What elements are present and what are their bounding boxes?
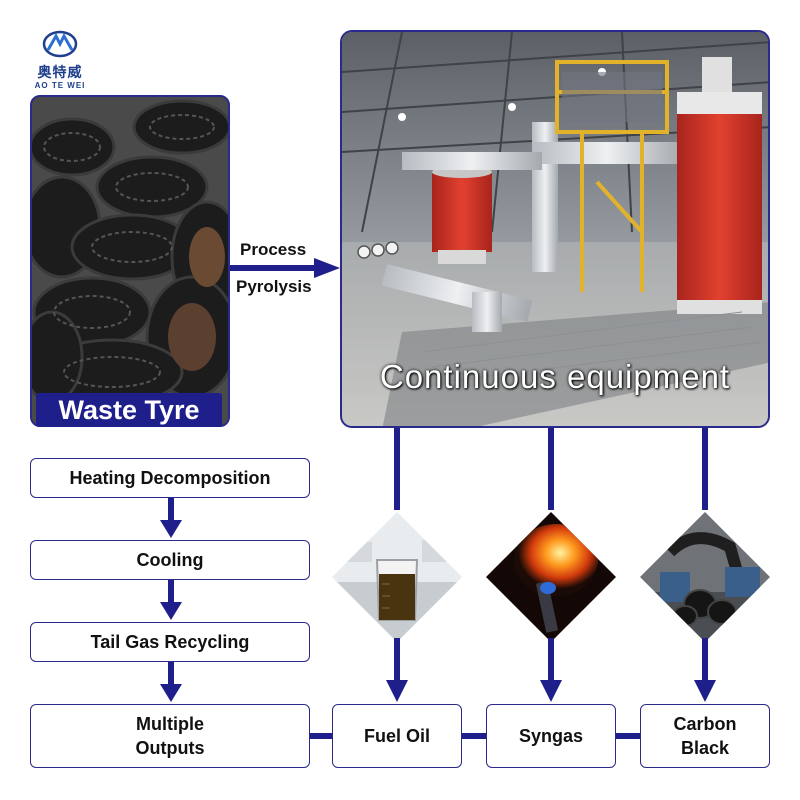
output-syngas: Syngas xyxy=(486,704,616,768)
company-logo: 奥特威 AO TE WEI xyxy=(28,30,92,94)
logo-english-text: AO TE WEI xyxy=(34,81,86,90)
waste-tyre-photo xyxy=(30,95,230,427)
continuous-equipment-photo xyxy=(340,30,770,428)
pyrolysis-plant-image xyxy=(342,32,768,426)
tyre-pile-image xyxy=(32,97,228,425)
arrow-down-step-3-icon xyxy=(160,662,182,702)
step-cooling: Cooling xyxy=(30,540,310,580)
step-tail-gas-recycling: Tail Gas Recycling xyxy=(30,622,310,662)
continuous-equipment-caption: Continuous equipment xyxy=(379,358,731,395)
arrow-label-pyrolysis: Pyrolysis xyxy=(236,277,312,296)
arrow-down-step-1-icon xyxy=(160,498,182,538)
arrow-down-carbon-black-icon xyxy=(694,638,716,702)
logo-chinese-text: 奥特威 xyxy=(37,65,83,81)
arrow-label-process: Process xyxy=(240,240,307,259)
syngas-flame-icon xyxy=(486,512,616,642)
arrow-down-syngas-icon xyxy=(540,638,562,702)
arrow-down-fuel-oil-icon xyxy=(386,638,408,702)
connector-line-fuel-oil-top xyxy=(394,428,400,510)
output-fuel-oil: Fuel Oil xyxy=(332,704,462,768)
fuel-oil-beaker-icon xyxy=(332,512,462,642)
waste-tyre-label: Waste Tyre xyxy=(36,393,222,427)
carbon-black-machine-icon xyxy=(640,512,770,642)
logo-mark-icon xyxy=(42,30,78,58)
step-heating-decomposition: Heating Decomposition xyxy=(30,458,310,498)
process-arrow-icon xyxy=(230,258,340,278)
output-carbon-black: Carbon Black xyxy=(640,704,770,768)
step-multiple-outputs: Multiple Outputs xyxy=(30,704,310,768)
connector-line-syngas-top xyxy=(548,428,554,510)
connector-line-carbon-black-top xyxy=(702,428,708,510)
arrow-down-step-2-icon xyxy=(160,580,182,620)
